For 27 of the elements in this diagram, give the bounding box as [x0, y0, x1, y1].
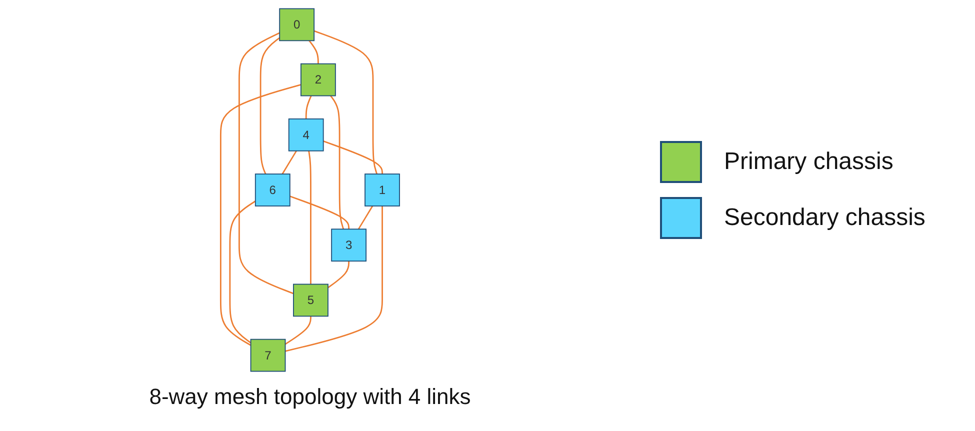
connector	[260, 37, 280, 174]
connector	[305, 95, 312, 119]
node-box: 0	[279, 8, 314, 42]
connector	[220, 84, 302, 346]
legend-label: Primary chassis	[724, 148, 894, 176]
connector	[308, 150, 312, 284]
connector	[282, 150, 297, 174]
node-box: 5	[292, 284, 328, 317]
node-box: 1	[364, 174, 400, 206]
caption: 8-way mesh topology with 4 links	[148, 384, 472, 410]
connector	[323, 140, 383, 174]
connector	[330, 95, 344, 230]
connector	[314, 30, 378, 174]
connector	[358, 206, 374, 230]
connector	[327, 261, 350, 288]
node-box: 7	[250, 338, 286, 372]
connector	[238, 32, 294, 294]
connector	[290, 196, 350, 230]
connector	[229, 200, 256, 344]
node-box: 4	[288, 118, 324, 152]
node-box: 3	[331, 228, 366, 262]
connector	[284, 316, 312, 345]
legend-label: Secondary chassis	[724, 204, 926, 232]
node-box: 6	[254, 174, 290, 206]
node-box: 2	[300, 63, 336, 96]
connector	[308, 40, 319, 64]
connector	[285, 206, 383, 352]
